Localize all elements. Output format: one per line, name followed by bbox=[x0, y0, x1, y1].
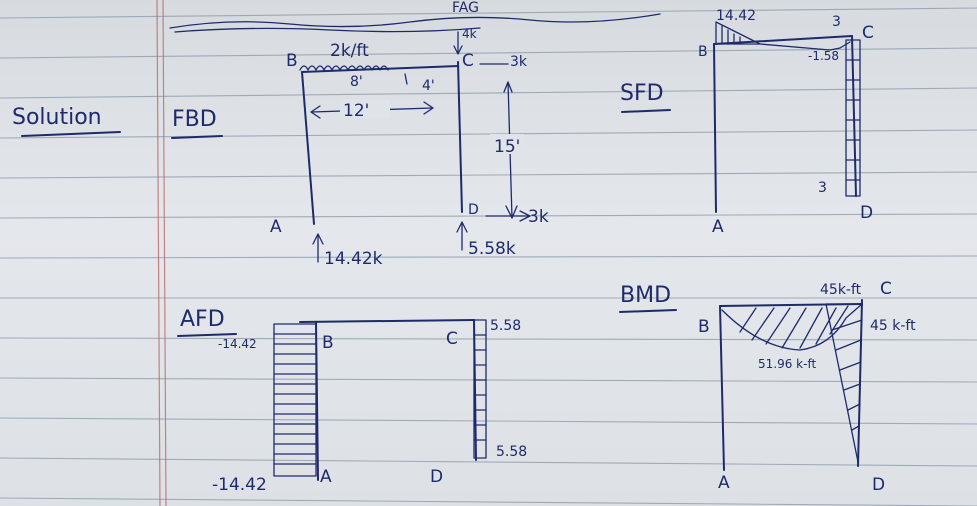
afd-heading: AFD bbox=[180, 307, 225, 332]
sfd-beam-bc bbox=[713, 35, 853, 45]
bmd-moment-mid: 51.96 k-ft bbox=[758, 357, 816, 371]
fbd-column-ab bbox=[301, 71, 315, 225]
bmd-node-c: C bbox=[880, 279, 892, 299]
sfd-negative-region bbox=[759, 41, 851, 51]
sfd-diagram: SFD 14.42 3 -1.58 3 B C A D bbox=[620, 8, 874, 237]
bmd-node-a: A bbox=[718, 473, 730, 493]
sfd-value-c-top: 3 bbox=[832, 14, 841, 30]
fbd-heading: FBD bbox=[172, 107, 217, 132]
sfd-node-d: D bbox=[860, 203, 873, 223]
fbd-point-load: 4k bbox=[462, 27, 477, 41]
afd-value-a: -14.42 bbox=[212, 475, 267, 495]
fbd-node-d: D bbox=[468, 202, 479, 218]
fbd-height-label: 15' bbox=[494, 137, 520, 157]
sfd-column-cd bbox=[851, 35, 857, 197]
fbd-reaction-a: 14.42k bbox=[324, 249, 383, 269]
bmd-node-d: D bbox=[872, 475, 885, 495]
fbd-reaction-d: 5.58k bbox=[468, 239, 516, 259]
sfd-value-d: 3 bbox=[818, 180, 827, 196]
sfd-underline bbox=[621, 109, 671, 113]
fbd-column-cd bbox=[457, 61, 463, 213]
afd-node-d: D bbox=[430, 467, 443, 487]
sfd-column-ab bbox=[713, 43, 717, 213]
afd-column-cd-force bbox=[473, 319, 487, 459]
fbd-load-label: 2k/ft bbox=[330, 41, 369, 61]
sfd-column-shear bbox=[845, 39, 861, 197]
sfd-node-c: C bbox=[862, 23, 874, 43]
bmd-diagram: BMD 45k-ft 45 k-ft 51.96 k-ft B C A D bbox=[619, 279, 916, 495]
afd-value-c: 5.58 bbox=[490, 318, 521, 334]
sfd-value-b: 14.42 bbox=[716, 8, 756, 24]
fbd-node-a: A bbox=[270, 217, 282, 237]
bmd-underline bbox=[619, 309, 677, 313]
sfd-node-b: B bbox=[698, 44, 708, 60]
bmd-column-ab bbox=[719, 305, 725, 471]
sfd-node-a: A bbox=[712, 217, 724, 237]
afd-node-c: C bbox=[446, 329, 458, 349]
sfd-value-c-neg: -1.58 bbox=[808, 49, 839, 63]
fbd-node-b: B bbox=[286, 51, 298, 71]
bmd-moment-c: 45k-ft bbox=[820, 282, 862, 298]
sfd-positive-region bbox=[715, 21, 761, 45]
afd-diagram: AFD -14.42 -14.42 5.58 5.58 B C A D bbox=[177, 307, 527, 495]
fbd-underline bbox=[171, 135, 223, 139]
afd-value-b: -14.42 bbox=[218, 337, 257, 351]
fbd-diagram: FBD 2k/ft 8' 4' 12' 4k 3k 15' B C bbox=[171, 27, 549, 269]
solution-underline bbox=[21, 131, 121, 137]
bmd-heading: BMD bbox=[620, 283, 671, 308]
afd-value-d: 5.58 bbox=[496, 444, 527, 460]
afd-column-ab-force bbox=[273, 323, 317, 477]
fbd-dim-8: 8' bbox=[350, 74, 363, 90]
fbd-reaction-d-horizontal: 3k bbox=[528, 207, 549, 227]
sfd-heading: SFD bbox=[620, 81, 664, 106]
distributed-load-squiggle bbox=[299, 65, 389, 71]
fbd-node-c: C bbox=[462, 51, 474, 71]
solution-heading: Solution bbox=[12, 105, 102, 130]
bmd-column-triangle bbox=[825, 303, 863, 463]
top-scribble: FAG bbox=[169, 0, 661, 33]
bmd-beam-curve bbox=[721, 303, 863, 351]
bmd-node-b: B bbox=[698, 317, 710, 337]
fbd-horizontal-load: 3k bbox=[510, 54, 528, 70]
afd-underline bbox=[177, 333, 237, 337]
afd-beam-bc bbox=[299, 319, 475, 323]
fbd-dim-4: 4' bbox=[422, 78, 435, 94]
afd-node-b: B bbox=[322, 333, 334, 353]
bmd-moment-c-side: 45 k-ft bbox=[870, 318, 916, 334]
fbd-span-label: 12' bbox=[343, 101, 369, 121]
top-scribble-text: FAG bbox=[452, 0, 479, 16]
afd-node-a: A bbox=[320, 467, 332, 487]
